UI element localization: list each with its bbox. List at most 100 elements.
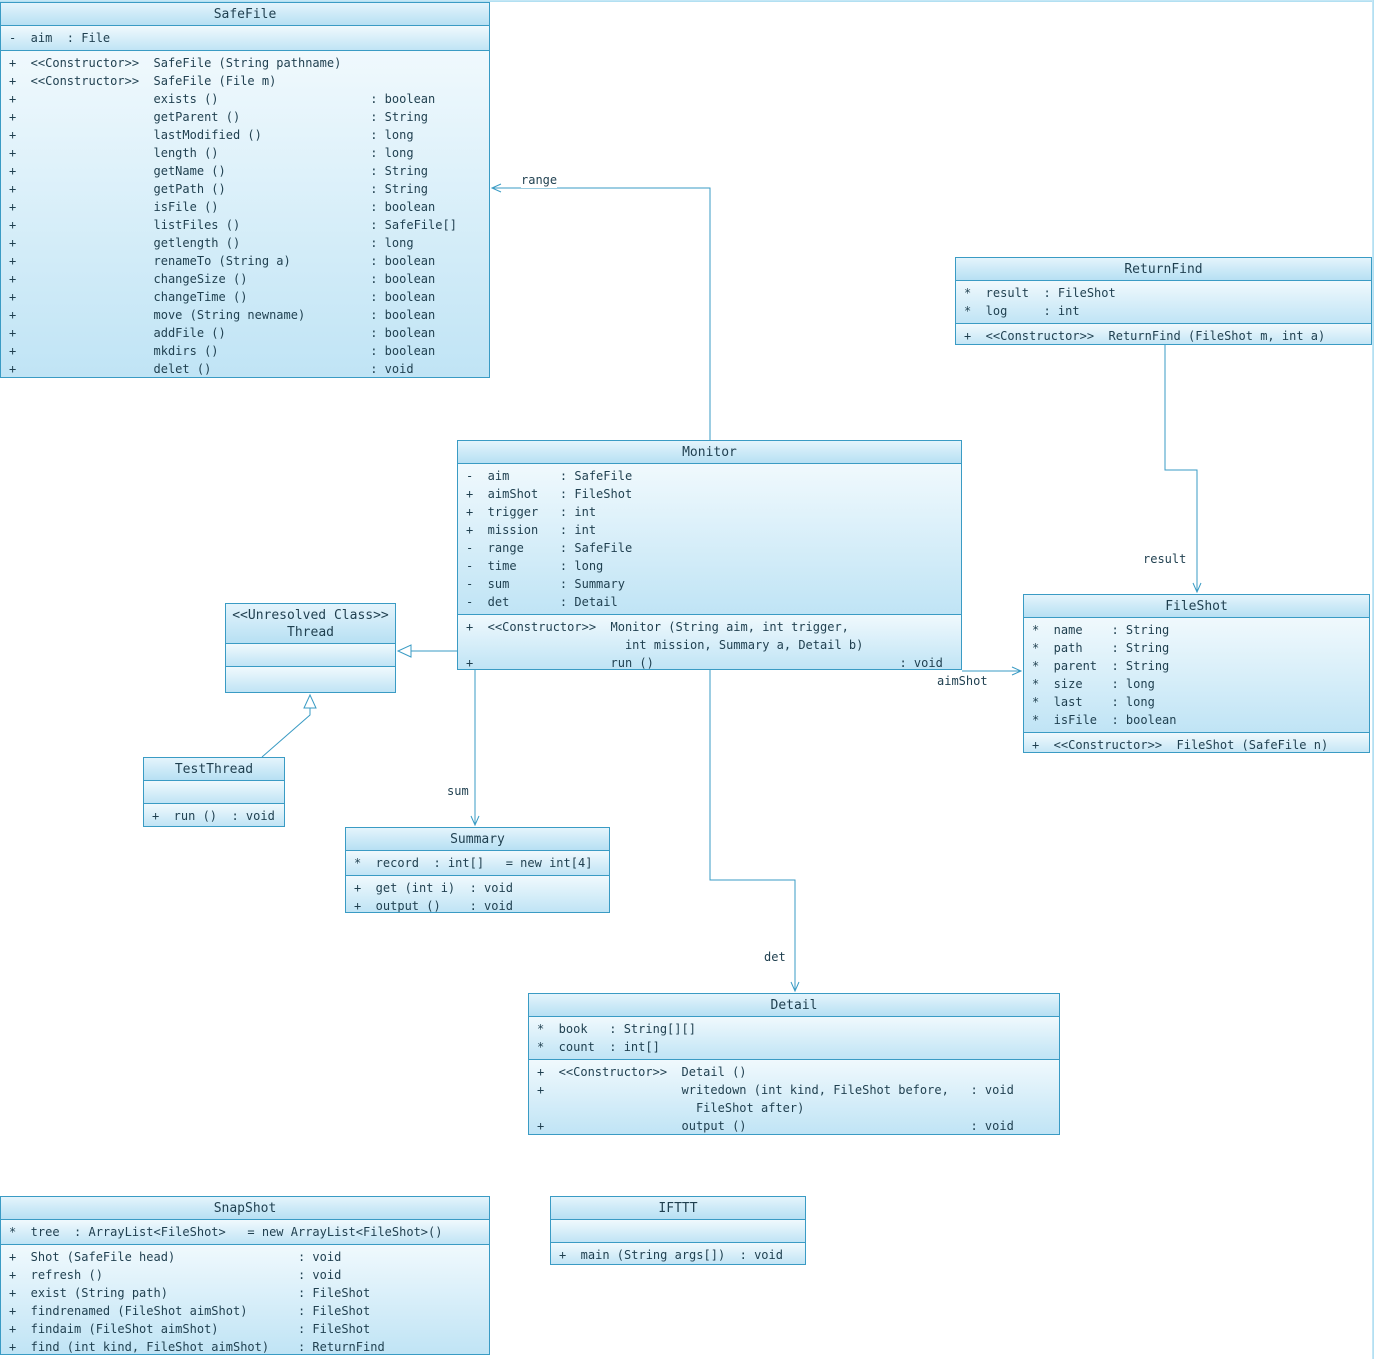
class-returnfind[interactable]: ReturnFind * result : FileShot * log : in… <box>955 257 1372 345</box>
member-row: + changeTime () : boolean <box>9 290 436 304</box>
member-row: * name : String <box>1032 623 1170 637</box>
member-row: * book : String[][] <box>537 1022 696 1036</box>
member-row: + refresh () : void <box>9 1268 342 1282</box>
member-row: + run () : void <box>152 809 275 823</box>
member-row: * isFile : boolean <box>1032 713 1177 727</box>
class-title: FileShot <box>1024 595 1369 617</box>
attributes-section: * result : FileShot * log : int <box>956 280 1371 323</box>
member-row: - sum : Summary <box>466 577 625 591</box>
member-row: + <<Constructor>> ReturnFind (FileShot m… <box>964 329 1326 343</box>
canvas-right-border <box>1372 0 1374 1359</box>
member-row: + renameTo (String a) : boolean <box>9 254 436 268</box>
member-row: + findaim (FileShot aimShot) : FileShot <box>9 1322 371 1336</box>
member-row: + changeSize () : boolean <box>9 272 436 286</box>
member-row: - aim : File <box>9 31 111 45</box>
class-summary[interactable]: Summary * record : int[] = new int[4] + … <box>345 827 610 913</box>
class-title: ReturnFind <box>956 258 1371 280</box>
member-row: * log : int <box>964 304 1080 318</box>
member-row: * parent : String <box>1032 659 1170 673</box>
member-row: + output () : void <box>354 899 513 913</box>
member-row: - time : long <box>466 559 604 573</box>
attributes-section: * book : String[][] * count : int[] <box>529 1016 1059 1059</box>
member-row: + move (String newname) : boolean <box>9 308 436 322</box>
member-row: + <<Constructor>> Detail () <box>537 1065 747 1079</box>
class-safefile[interactable]: SafeFile - aim : File + <<Constructor>> … <box>0 2 490 378</box>
class-monitor[interactable]: Monitor - aim : SafeFile+ aimShot : File… <box>457 440 962 670</box>
methods-section: + main (String args[]) : void <box>551 1242 805 1264</box>
class-title-text: SnapShot <box>213 1201 277 1216</box>
attributes-section: - aim : SafeFile+ aimShot : FileShot+ tr… <box>458 463 961 614</box>
class-title: IFTTT <box>551 1197 805 1219</box>
class-snapshot[interactable]: SnapShot * tree : ArrayList<FileShot> = … <box>0 1196 490 1355</box>
member-row: + getParent () : String <box>9 110 429 124</box>
attributes-section <box>226 643 395 666</box>
member-row: * count : int[] <box>537 1040 660 1054</box>
member-row: * path : String <box>1032 641 1170 655</box>
class-title-text: Monitor <box>682 445 737 460</box>
methods-section: + <<Constructor>> FileShot (SafeFile n) <box>1024 732 1369 752</box>
member-row: + <<Constructor>> FileShot (SafeFile n) <box>1032 738 1329 752</box>
member-row: + exist (String path) : FileShot <box>9 1286 371 1300</box>
edge-label-range: range <box>521 173 558 188</box>
attributes-section: - aim : File <box>1 25 489 50</box>
class-title-text: Detail <box>770 998 818 1013</box>
member-row: + getlength () : long <box>9 236 414 250</box>
class-detail[interactable]: Detail * book : String[][] * count : int[… <box>528 993 1060 1135</box>
edge-label-sum: sum <box>447 784 469 799</box>
methods-section: + <<Constructor>> Detail ()+ writedown (… <box>529 1059 1059 1134</box>
class-testthread[interactable]: TestThread + run () : void <box>143 757 285 827</box>
member-row: + isFile () : boolean <box>9 200 436 214</box>
member-row: + getPath () : String <box>9 182 429 196</box>
class-thread[interactable]: <<Unresolved Class>> Thread <box>225 603 396 693</box>
canvas-top-border <box>0 0 1374 2</box>
range-association <box>490 183 711 440</box>
class-title-text: TestThread <box>174 762 254 777</box>
member-row: + length () : long <box>9 146 414 160</box>
class-title: Summary <box>346 828 609 850</box>
class-title: SafeFile <box>1 3 489 25</box>
class-title: SnapShot <box>1 1197 489 1219</box>
class-title: Monitor <box>458 441 961 463</box>
class-title-text: FileShot <box>1165 599 1228 614</box>
testthread-thread-generalization <box>261 693 317 758</box>
member-row: - det : Detail <box>466 595 618 609</box>
member-row: int mission, Summary a, Detail b) <box>466 638 864 652</box>
member-row: + addFile () : boolean <box>9 326 436 340</box>
attributes-section <box>551 1219 805 1242</box>
member-row: + delet () : void <box>9 362 414 376</box>
attributes-section: * record : int[] = new int[4] <box>346 850 609 875</box>
edge-label-det: det <box>764 950 786 965</box>
methods-section: + run () : void <box>144 803 284 826</box>
member-row: * record : int[] = new int[4] <box>354 856 593 870</box>
member-row: * result : FileShot <box>964 286 1116 300</box>
methods-section: + get (int i) : void+ output () : void <box>346 875 609 912</box>
class-ifttt[interactable]: IFTTT + main (String args[]) : void <box>550 1196 806 1265</box>
methods-section: + Shot (SafeFile head) : void + refresh (… <box>1 1244 489 1354</box>
member-row: + getName () : String <box>9 164 429 178</box>
member-row: + exists () : boolean <box>9 92 436 106</box>
member-row: + mission : int <box>466 523 597 537</box>
member-row: - range : SafeFile <box>466 541 633 555</box>
member-row: + Shot (SafeFile head) : void <box>9 1250 342 1264</box>
member-row: + <<Constructor>> SafeFile (String pathn… <box>9 56 342 70</box>
methods-section: + <<Constructor>> Monitor (String aim, i… <box>458 614 961 669</box>
det-association <box>709 670 800 993</box>
attributes-section: * name : String * path : String * parent :… <box>1024 617 1369 732</box>
member-row: * last : long <box>1032 695 1155 709</box>
class-fileshot[interactable]: FileShot * name : String* path : String*… <box>1023 594 1370 753</box>
member-row: + trigger : int <box>466 505 597 519</box>
member-row: + aimShot : FileShot <box>466 487 633 501</box>
member-row: + run () : void <box>466 656 943 670</box>
member-row: * tree : ArrayList<FileShot> = new Array… <box>9 1225 443 1239</box>
edge-label-aimshot: aimShot <box>937 674 988 689</box>
methods-section: + <<Constructor>> SafeFile (String pathn… <box>1 50 489 377</box>
member-row: + output () : void <box>537 1119 1014 1133</box>
member-row: * size : long <box>1032 677 1155 691</box>
class-title: Detail <box>529 994 1059 1016</box>
member-row: + lastModified () : long <box>9 128 414 142</box>
member-row: + findrenamed (FileShot aimShot) : FileS… <box>9 1304 371 1318</box>
member-row: + <<Constructor>> Monitor (String aim, i… <box>466 620 849 634</box>
class-title-text: Thread <box>287 625 334 640</box>
class-title-text: SafeFile <box>213 7 277 22</box>
